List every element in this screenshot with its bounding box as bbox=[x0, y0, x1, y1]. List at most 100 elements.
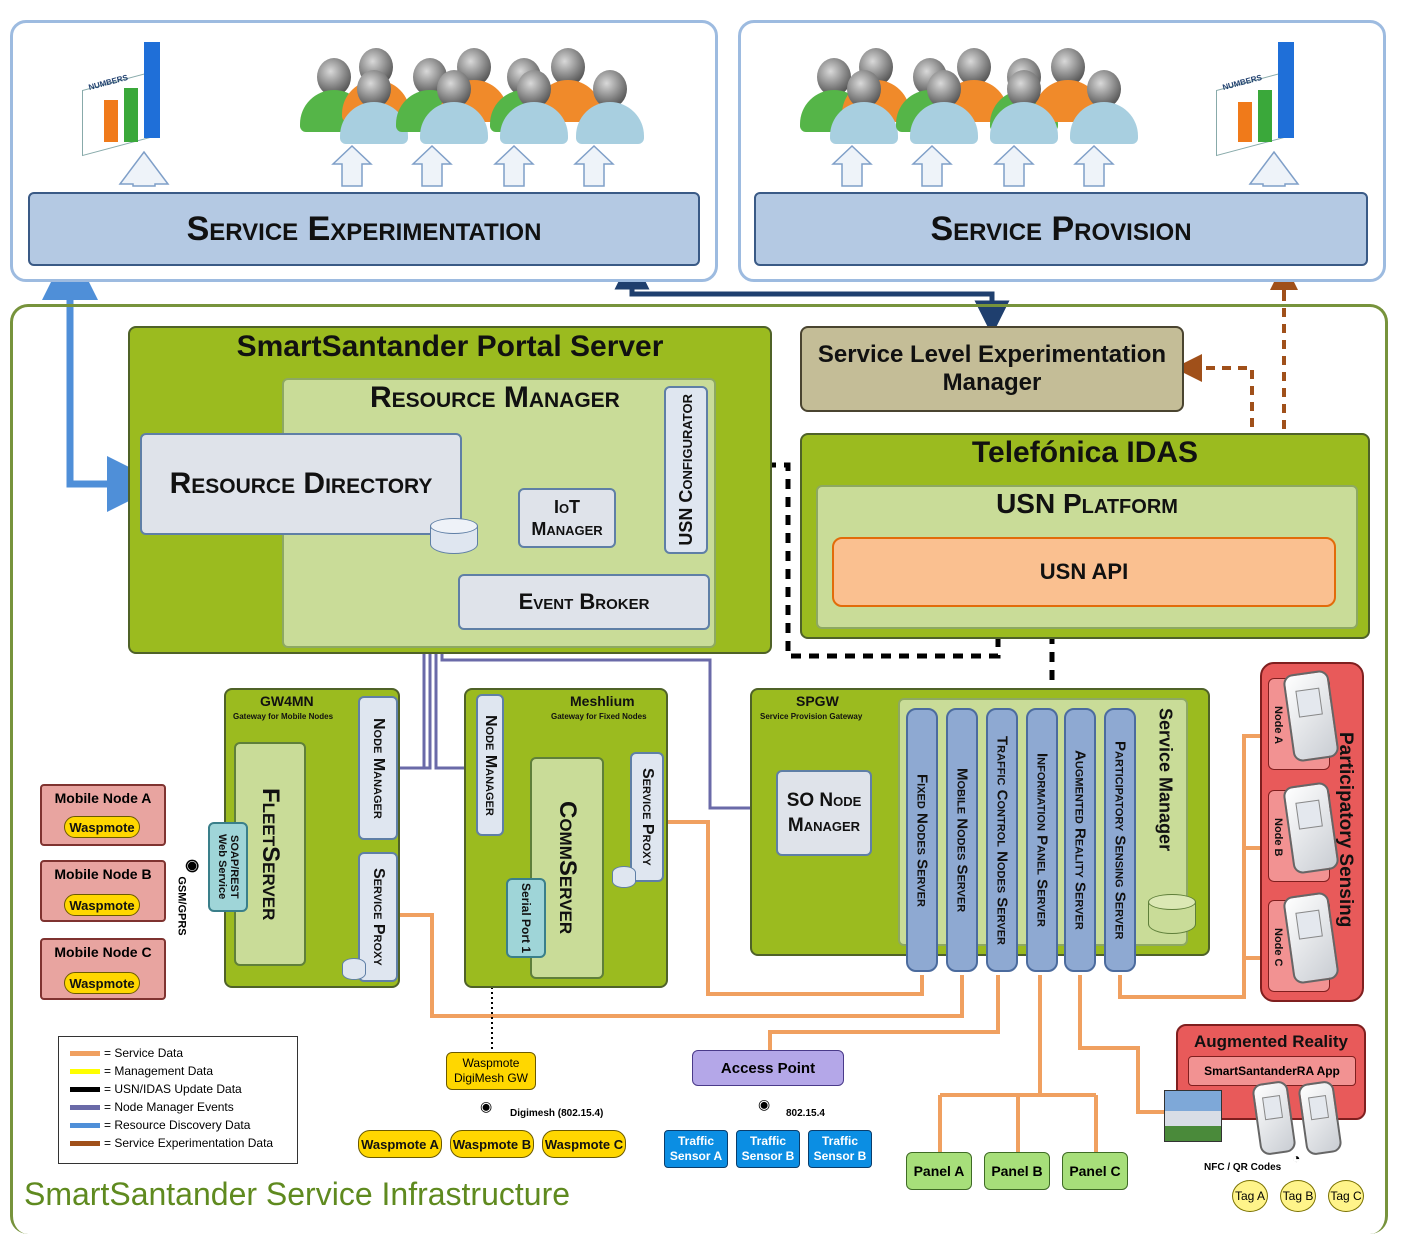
traffic-sensor-a[interactable]: Traffic Sensor A bbox=[664, 1130, 728, 1168]
legend-label: = Management Data bbox=[104, 1064, 214, 1078]
usn-configurator[interactable]: USN Configurator bbox=[664, 386, 708, 554]
gw4mn-service-proxy[interactable]: Service Proxy bbox=[358, 852, 398, 982]
panel-a[interactable]: Panel A bbox=[906, 1152, 972, 1190]
legend-swatch bbox=[70, 1140, 100, 1146]
legend-label: = Node Manager Events bbox=[104, 1100, 234, 1114]
gw4mn-title: GW4MN bbox=[260, 693, 314, 709]
legend-item: = Management Data bbox=[70, 1062, 294, 1080]
spgw-subtitle: Service Provision Gateway bbox=[760, 712, 863, 721]
traffic-sensor-b[interactable]: Traffic Sensor B bbox=[736, 1130, 800, 1168]
spgw-title: SPGW bbox=[796, 693, 839, 709]
usn-api[interactable]: USN API bbox=[832, 537, 1336, 607]
mobile-node-c-waspmote: Waspmote bbox=[64, 972, 140, 994]
resource-manager-title: Resource Manager bbox=[370, 381, 620, 414]
gw4mn-subtitle: Gateway for Mobile Nodes bbox=[233, 712, 334, 721]
mobile-node-c-label: Mobile Node C bbox=[54, 944, 152, 960]
participatory-sensing-server-label: Participatory Sensing Server bbox=[1111, 740, 1129, 940]
legend-item: = Node Manager Events bbox=[70, 1098, 294, 1116]
augmented-reality-server[interactable]: Augmented Reality Server bbox=[1064, 708, 1096, 972]
up-arrows bbox=[118, 144, 1300, 187]
usn-configurator-label: USN Configurator bbox=[675, 394, 696, 546]
meshlium-subtitle: Gateway for Fixed Nodes bbox=[551, 712, 647, 721]
legend-swatch bbox=[70, 1050, 100, 1056]
tag-a[interactable]: Tag A bbox=[1232, 1180, 1268, 1212]
participatory-title-wrap: Participatory Sensing bbox=[1330, 670, 1360, 990]
ap-protocol-label: 802.15.4 bbox=[786, 1108, 825, 1119]
serial-port[interactable]: Serial Port 1 bbox=[506, 878, 546, 958]
gw4mn-db-icon bbox=[342, 958, 366, 980]
service-provision-bar[interactable]: Service Provision bbox=[754, 192, 1368, 266]
legend-label: = Service Data bbox=[104, 1046, 184, 1060]
digimesh-label: Digimesh (802.15.4) bbox=[510, 1108, 604, 1119]
soap-label: SOAP/REST Web Service bbox=[216, 834, 240, 900]
mobile-node-b-label: Mobile Node B bbox=[54, 866, 152, 882]
legend-item: = Resource Discovery Data bbox=[70, 1116, 294, 1134]
panel-b[interactable]: Panel B bbox=[984, 1152, 1050, 1190]
traffic-sensor-b-2[interactable]: Traffic Sensor B bbox=[808, 1130, 872, 1168]
meshlium-service-proxy[interactable]: Service Proxy bbox=[630, 752, 664, 882]
nfc-label: NFC / QR Codes bbox=[1204, 1162, 1282, 1173]
augmented-reality-title: Augmented Reality bbox=[1194, 1032, 1348, 1051]
waspmote-c[interactable]: Waspmote C bbox=[542, 1130, 626, 1158]
iot-manager[interactable]: IoT Manager bbox=[518, 488, 616, 548]
portal-server-title: SmartSantander Portal Server bbox=[236, 330, 664, 363]
waspmote-b[interactable]: Waspmote B bbox=[450, 1130, 534, 1158]
mobile-nodes-server-label: Mobile Nodes Server bbox=[953, 767, 971, 913]
legend-item: = Service Experimentation Data bbox=[70, 1134, 294, 1152]
infrastructure-footer-title: SmartSantander Service Infrastructure bbox=[24, 1176, 571, 1212]
gw4mn-node-manager-label: Node Manager bbox=[370, 717, 387, 819]
meshlium-node-manager-label: Node Manager bbox=[482, 714, 499, 816]
access-point[interactable]: Access Point bbox=[692, 1050, 844, 1086]
so-node-manager[interactable]: SO Node Manager bbox=[776, 770, 872, 856]
legend-swatch bbox=[70, 1086, 100, 1092]
database-icon bbox=[430, 518, 478, 562]
digimesh-gateway[interactable]: Waspmote DigiMesh GW bbox=[446, 1052, 536, 1090]
soap-web-service[interactable]: SOAP/REST Web Service bbox=[208, 822, 248, 912]
node-a-label: Node A bbox=[1272, 705, 1284, 745]
service-manager-db-icon bbox=[1148, 894, 1196, 938]
node-a-label-wrap: Node A bbox=[1268, 690, 1288, 760]
node-b-label-wrap: Node B bbox=[1268, 802, 1288, 872]
tag-b[interactable]: Tag B bbox=[1280, 1180, 1316, 1212]
node-c-label: Node C bbox=[1272, 927, 1284, 967]
gw4mn-node-manager[interactable]: Node Manager bbox=[358, 696, 398, 840]
serial-port-label: Serial Port 1 bbox=[519, 882, 533, 954]
gw4mn-service-proxy-label: Service Proxy bbox=[370, 868, 387, 966]
meshlium-node-manager[interactable]: Node Manager bbox=[476, 694, 504, 836]
infrastructure-frame bbox=[10, 304, 1388, 1234]
users-group-icon-right bbox=[800, 48, 1150, 144]
usn-platform-title: USN Platform bbox=[996, 488, 1178, 519]
waspmote-a[interactable]: Waspmote A bbox=[358, 1130, 442, 1158]
resource-discovery-line bbox=[66, 280, 163, 512]
participatory-title: Participatory Sensing bbox=[1335, 732, 1356, 928]
panel-c[interactable]: Panel C bbox=[1062, 1152, 1128, 1190]
usn-update-line bbox=[712, 462, 1016, 659]
tag-c[interactable]: Tag C bbox=[1328, 1180, 1364, 1212]
legend-label: = Resource Discovery Data bbox=[104, 1118, 251, 1132]
fleet-server[interactable]: FleetServer bbox=[234, 742, 306, 966]
information-panel-server[interactable]: Information Panel Server bbox=[1026, 708, 1058, 972]
gsm-signal-icon: ◉ bbox=[183, 859, 201, 873]
legend-swatch bbox=[70, 1104, 100, 1110]
idas-title: Telefónica IDAS bbox=[971, 436, 1199, 469]
participatory-sensing-server[interactable]: Participatory Sensing Server bbox=[1104, 708, 1136, 972]
fixed-nodes-server-label: Fixed Nodes Server bbox=[913, 773, 931, 907]
traffic-control-nodes-server[interactable]: Traffic Control Nodes Server bbox=[986, 708, 1018, 972]
information-panel-server-label: Information Panel Server bbox=[1033, 753, 1051, 927]
event-broker[interactable]: Event Broker bbox=[458, 574, 710, 630]
fixed-nodes-server[interactable]: Fixed Nodes Server bbox=[906, 708, 938, 972]
legend-label: = USN/IDAS Update Data bbox=[104, 1082, 242, 1096]
augmented-reality-server-label: Augmented Reality Server bbox=[1071, 750, 1089, 930]
mobile-nodes-server[interactable]: Mobile Nodes Server bbox=[946, 708, 978, 972]
digimesh-signal-icon: ◉ bbox=[480, 1098, 493, 1114]
nfc-wave-icon: ◔ bbox=[1292, 1150, 1301, 1166]
resource-directory[interactable]: Resource Directory bbox=[140, 433, 462, 535]
mobile-node-a-label: Mobile Node A bbox=[54, 790, 152, 806]
traffic-control-nodes-server-label: Traffic Control Nodes Server bbox=[993, 735, 1011, 945]
node-b-label: Node B bbox=[1272, 817, 1284, 857]
comm-server-label: CommServer bbox=[554, 801, 581, 935]
legend-swatch bbox=[70, 1068, 100, 1074]
service-experimentation-bar[interactable]: Service Experimentation bbox=[28, 192, 700, 266]
slem-box[interactable]: Service Level Experimentation Manager bbox=[800, 326, 1184, 412]
mobile-node-a-waspmote: Waspmote bbox=[64, 816, 140, 838]
